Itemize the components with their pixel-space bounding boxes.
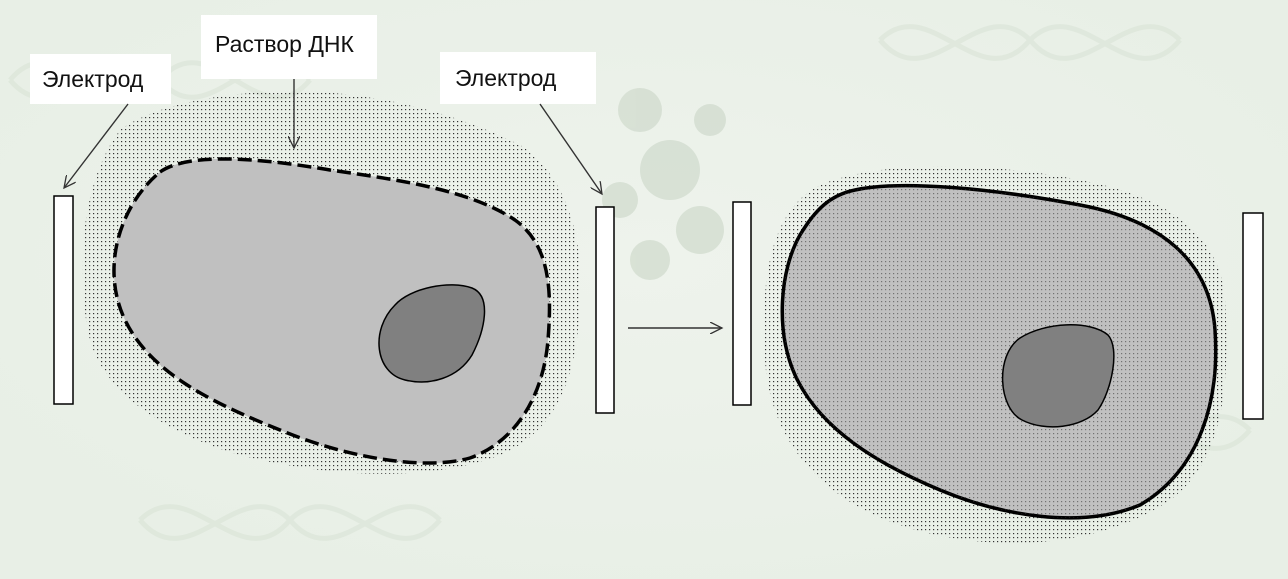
- electrode-right-2: [1243, 213, 1263, 419]
- electrode-right-1: [733, 202, 751, 405]
- electrode-left-2: [596, 207, 614, 413]
- nucleus-right: [1003, 325, 1114, 427]
- electrode-left-1: [54, 196, 73, 404]
- label-electrode-left: Электрод: [42, 66, 144, 92]
- label-dna-solution: Раствор ДНК: [215, 31, 355, 57]
- label-electrode-right: Электрод: [455, 65, 557, 91]
